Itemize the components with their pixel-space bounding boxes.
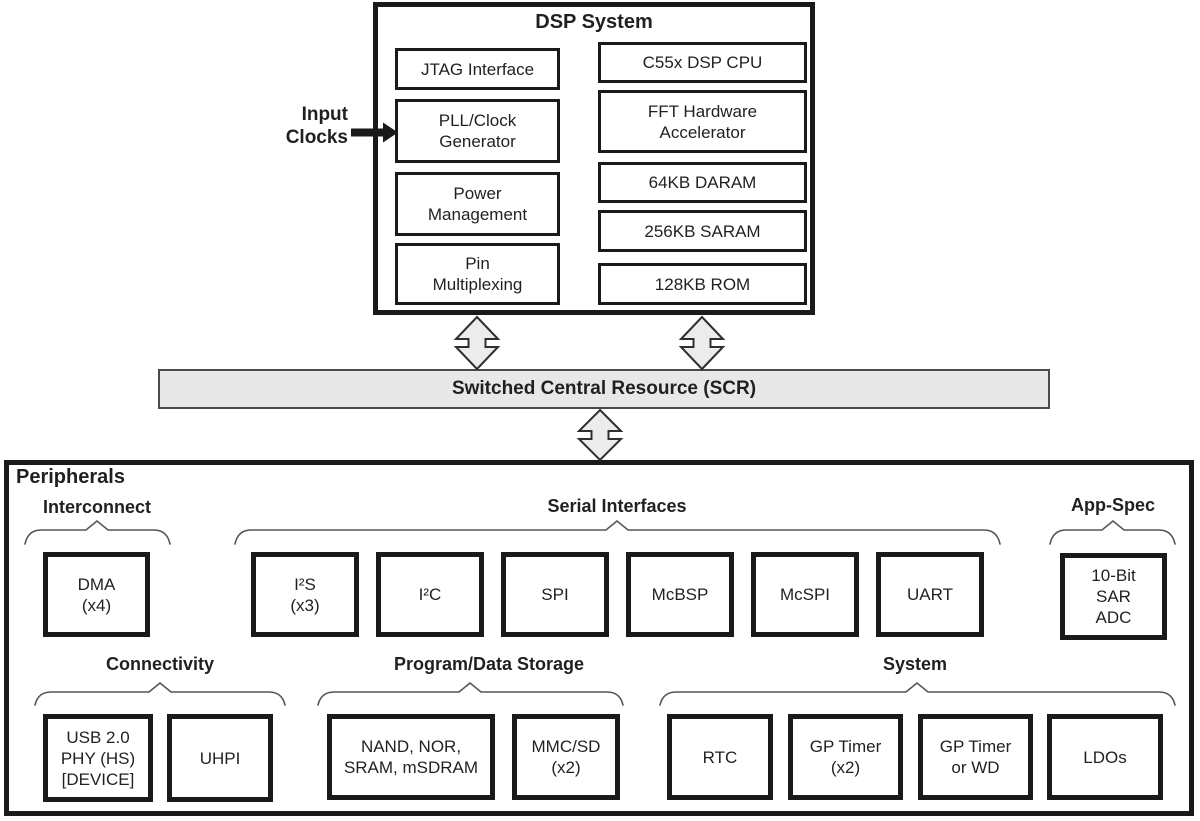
i2s-box: I²S (x3) [251,552,359,637]
c55x-dsp-cpu-box: C55x DSP CPU [598,42,807,83]
spi-box: SPI [501,552,609,637]
jtag-interface-box: JTAG Interface [395,48,560,90]
scr-label: Switched Central Resource (SCR) [451,378,757,399]
ldos-box: LDOs [1047,714,1163,800]
dsp-scr-left-bidirectional-arrow-icon [453,315,501,371]
mcspi-label: McSPI [779,585,831,604]
gp-timer-label: GP Timer (x2) [809,737,882,777]
input-clocks-label: Input Clocks [285,104,348,148]
gp-timer-wd-box: GP Timer or WD [918,714,1033,800]
rtc-label: RTC [702,747,738,767]
mmc-sd-box: MMC/SD (x2) [512,714,620,800]
i2s-label: I²S (x3) [290,574,320,615]
pin-multiplexing-label: Pin Multiplexing [432,254,523,294]
pin-multiplexing-box: Pin Multiplexing [395,243,560,305]
sar-adc-box: 10-Bit SAR ADC [1060,553,1167,640]
ldos-label: LDOs [1083,747,1127,767]
dma-label: DMA (x4) [77,574,116,615]
fft-hardware-accelerator-box: FFT Hardware Accelerator [598,90,807,153]
rom-box: 128KB ROM [598,263,807,305]
dsp-scr-right-bidirectional-arrow-icon [678,315,726,371]
jtag-interface-label: JTAG Interface [420,59,535,79]
mcspi-box: McSPI [751,552,859,637]
connectivity-group-label: Connectivity [105,654,215,674]
gp-timer-wd-label: GP Timer or WD [939,737,1012,777]
sar-adc-label: 10-Bit SAR ADC [1091,566,1136,627]
uart-label: UART [907,585,953,604]
scr-peripherals-bidirectional-arrow-icon [576,408,624,462]
mcbsp-box: McBSP [626,552,734,637]
nand-nor-sram-label: NAND, NOR, SRAM, mSDRAM [343,737,479,777]
c55x-dsp-cpu-label: C55x DSP CPU [642,53,763,72]
app-spec-group-label: App-Spec [1070,495,1156,515]
mcbsp-label: McBSP [651,585,709,604]
saram-label: 256KB SARAM [644,221,761,241]
power-management-box: Power Management [395,172,560,236]
gp-timer-box: GP Timer (x2) [788,714,903,800]
dsp-system-title: DSP System [535,11,653,33]
uhpi-box: UHPI [167,714,273,802]
daram-label: 64KB DARAM [648,173,757,192]
fft-hardware-accelerator-label: FFT Hardware Accelerator [647,101,758,142]
dma-box: DMA (x4) [43,552,150,637]
pll-clock-generator-box: PLL/Clock Generator [395,99,560,163]
uhpi-label: UHPI [199,748,241,768]
i2c-box: I²C [376,552,484,637]
nand-nor-sram-box: NAND, NOR, SRAM, mSDRAM [327,714,495,800]
pll-clock-generator-label: PLL/Clock Generator [438,111,517,151]
rom-label: 128KB ROM [654,274,751,294]
power-management-label: Power Management [427,184,528,224]
serial-interfaces-group-label: Serial Interfaces [547,496,687,516]
usb-phy-label: USB 2.0 PHY (HS) [DEVICE] [60,727,136,789]
spi-label: SPI [541,585,569,604]
usb-phy-box: USB 2.0 PHY (HS) [DEVICE] [43,714,153,802]
program-data-storage-group-label: Program/Data Storage [393,654,585,674]
saram-box: 256KB SARAM [598,210,807,252]
peripherals-title: Peripherals [16,466,125,488]
rtc-box: RTC [667,714,773,800]
interconnect-group-label: Interconnect [42,497,152,517]
uart-box: UART [876,552,984,637]
mmc-sd-label: MMC/SD (x2) [531,737,601,777]
daram-box: 64KB DARAM [598,162,807,203]
scr-bar: Switched Central Resource (SCR) [158,369,1050,409]
i2c-label: I²C [418,585,442,604]
system-group-label: System [882,654,948,674]
